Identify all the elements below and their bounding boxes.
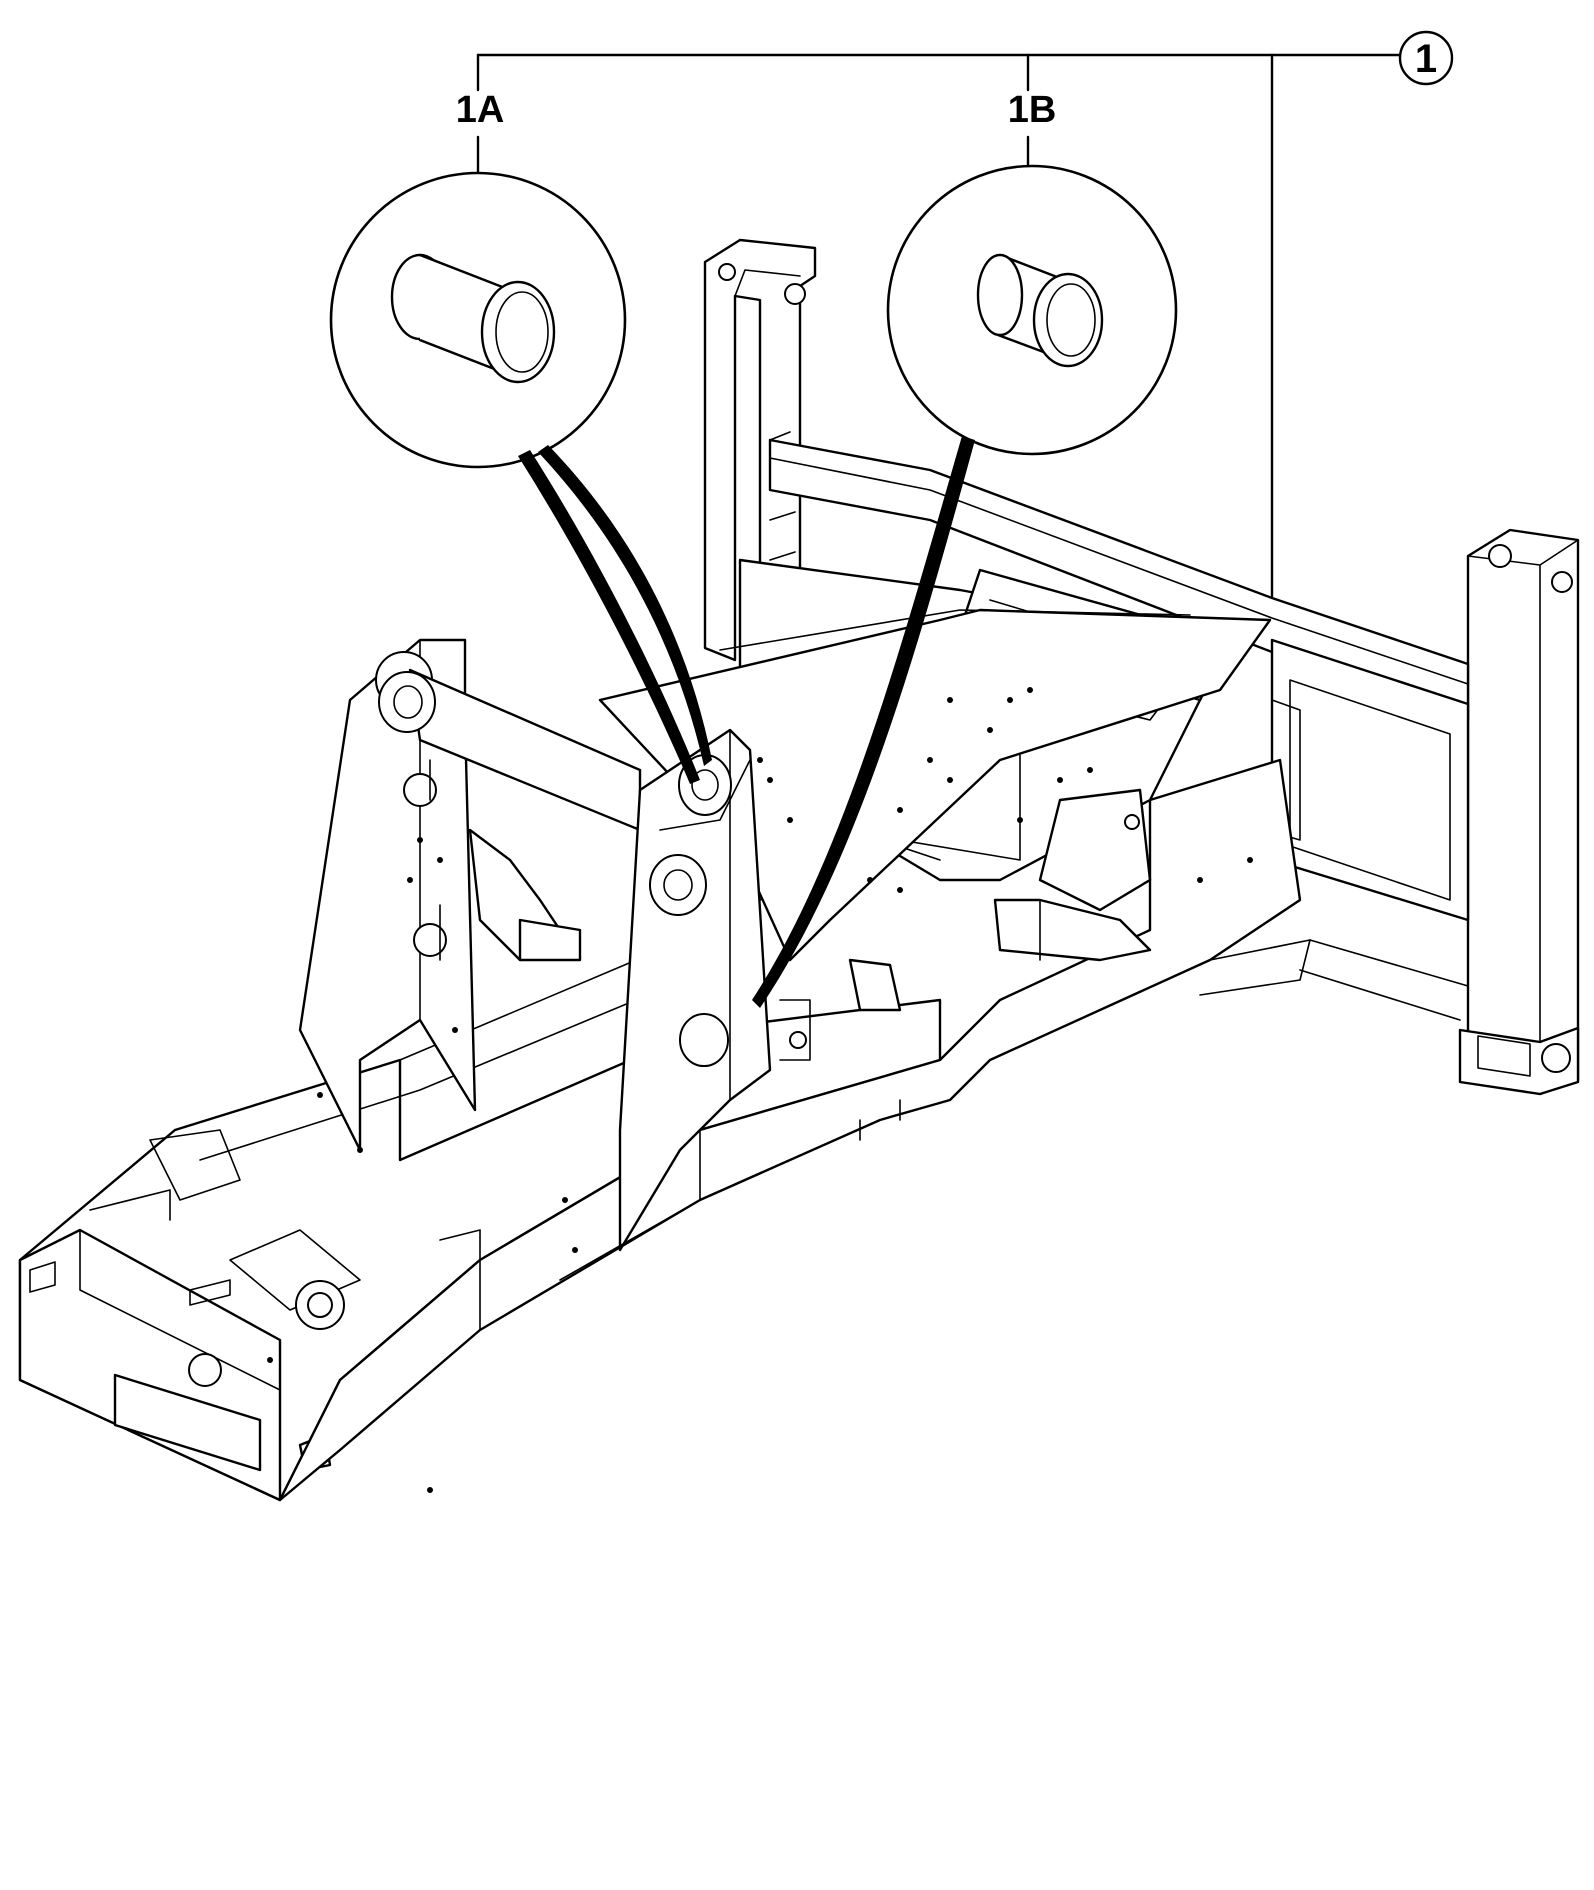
- callout-1b-label: 1B: [1008, 89, 1057, 131]
- callout-1-label: 1: [1415, 37, 1437, 81]
- callout-1a-label: 1A: [456, 89, 505, 131]
- detail-bubble-1a: [329, 171, 627, 469]
- bushing-1a-icon: [390, 253, 556, 384]
- frame-rivets: [267, 687, 1253, 1493]
- front-lower-frame: [89, 1099, 901, 1281]
- detail-pointer-bands: [518, 436, 975, 1008]
- callout-leaders: [476, 53, 1404, 602]
- right-boom-arm: [598, 608, 1272, 1012]
- bushing-1b-icon: [976, 253, 1104, 368]
- callout-1-badge: 1: [1398, 30, 1454, 86]
- left-tower: [298, 638, 642, 1152]
- detail-bubble-1b: [886, 164, 1178, 456]
- rear-right-post: [1458, 528, 1580, 1096]
